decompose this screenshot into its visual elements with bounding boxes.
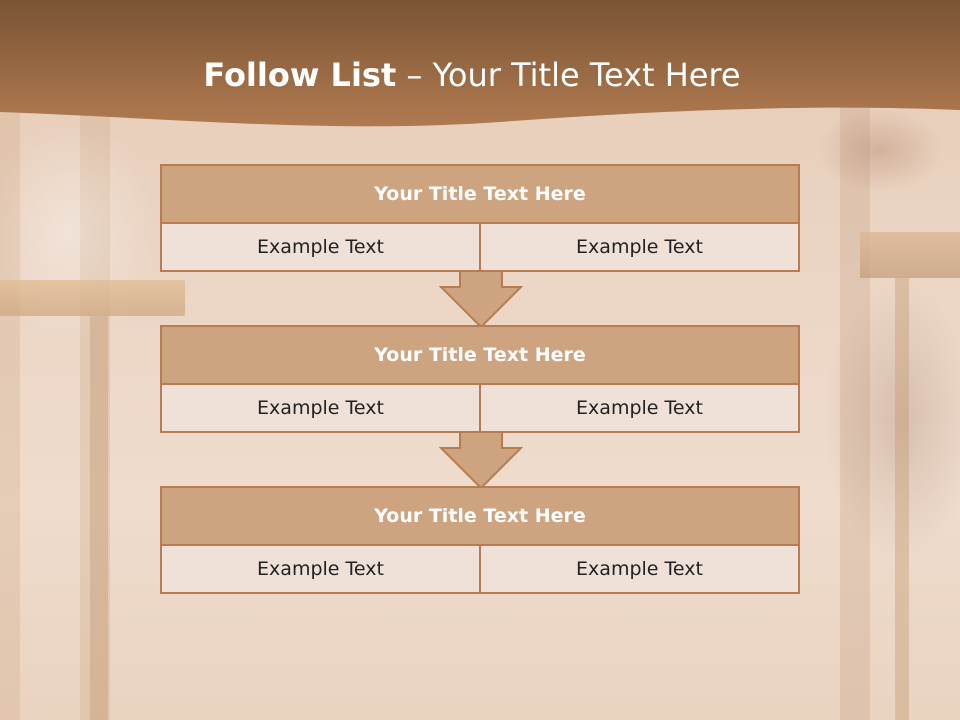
block-1-title: Your Title Text Here <box>162 166 798 224</box>
block-3-left-text: Example Text <box>162 546 479 592</box>
block-1-left-text: Example Text <box>162 224 479 270</box>
header-band <box>0 0 960 127</box>
desk-leg-right <box>895 278 909 720</box>
slide-title-rest: – Your Title Text Here <box>396 56 741 94</box>
block-1-right-text: Example Text <box>479 224 798 270</box>
slide-title-bold: Follow List <box>203 56 397 94</box>
block-2-left-text: Example Text <box>162 385 479 431</box>
list-block-1: Your Title Text Here Example Text Exampl… <box>160 164 800 272</box>
list-block-3: Your Title Text Here Example Text Exampl… <box>160 486 800 594</box>
down-arrow-icon <box>439 431 523 489</box>
slide-title: Follow List – Your Title Text Here <box>0 56 944 94</box>
block-3-row: Example Text Example Text <box>162 546 798 592</box>
desk-right <box>860 232 960 278</box>
down-arrow-icon <box>439 270 523 328</box>
block-2-row: Example Text Example Text <box>162 385 798 431</box>
desk-left <box>0 280 185 316</box>
block-2-title: Your Title Text Here <box>162 327 798 385</box>
chair-leg-left <box>90 316 108 720</box>
block-1-row: Example Text Example Text <box>162 224 798 270</box>
block-3-title: Your Title Text Here <box>162 488 798 546</box>
list-block-2: Your Title Text Here Example Text Exampl… <box>160 325 800 433</box>
block-3-right-text: Example Text <box>479 546 798 592</box>
block-2-right-text: Example Text <box>479 385 798 431</box>
